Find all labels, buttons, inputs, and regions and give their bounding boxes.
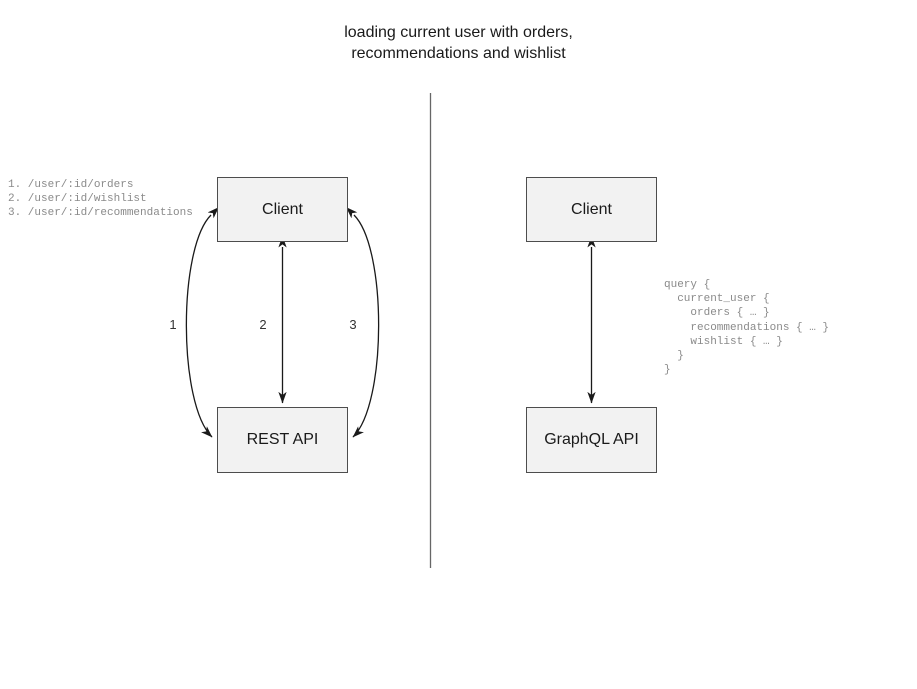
edge-label-3: 3 [349,317,357,332]
node-rest-api[interactable]: REST API [217,407,348,473]
edge-rest-3-curved-right [346,207,380,438]
rest-endpoint-list: 1. /user/:id/orders 2. /user/:id/wishlis… [8,179,193,220]
edge-label-2: 2 [259,317,267,332]
graphql-query-snippet: query { current_user { orders { … } reco… [664,279,830,377]
node-client-graphql[interactable]: Client [526,177,657,242]
node-rest-api-label: REST API [246,431,319,448]
node-client-rest-label: Client [262,200,303,218]
node-graphql-api[interactable]: GraphQL API [526,407,657,473]
edge-label-1: 1 [169,317,177,332]
diagram-title: loading current user with orders, recomm… [344,24,573,62]
edge-rest-1-curved-left [185,207,219,438]
node-client-graphql-label: Client [571,200,612,218]
node-client-rest[interactable]: Client [217,177,348,242]
node-graphql-api-label: GraphQL API [544,431,639,448]
